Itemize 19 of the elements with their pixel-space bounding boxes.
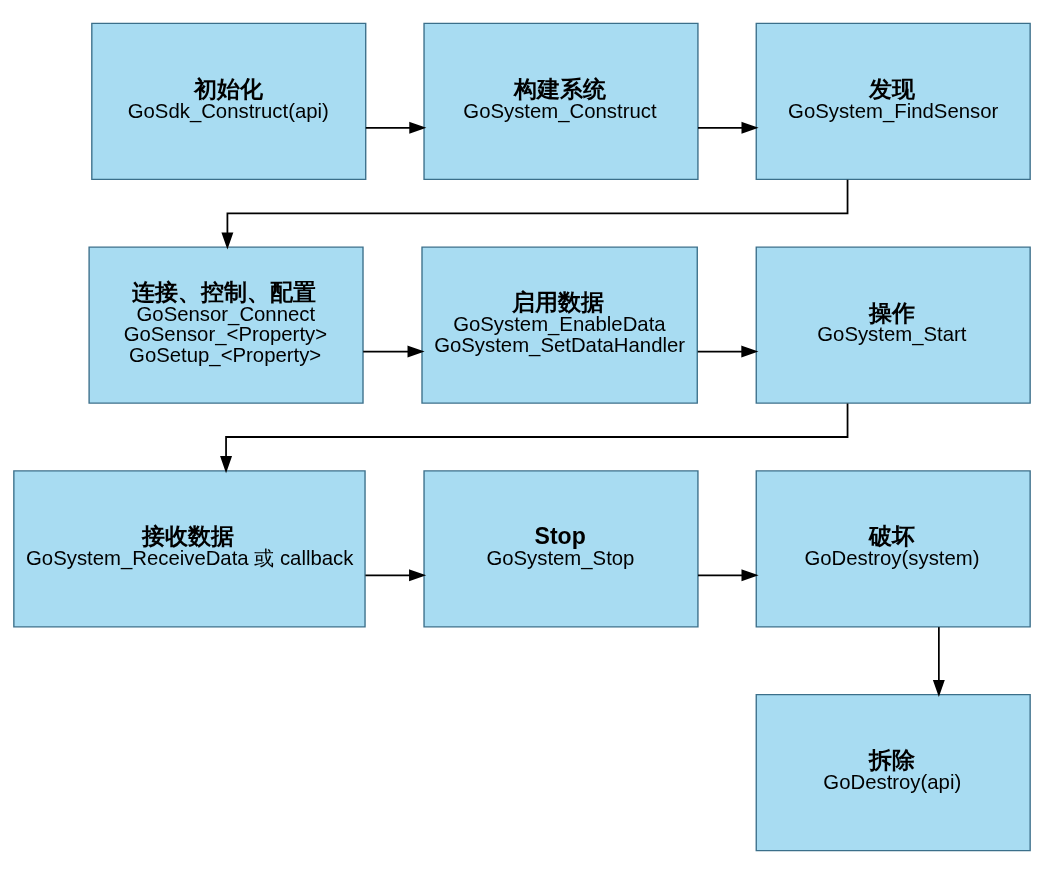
node-box: 连接、控制、配置 GoSensor_Connect GoSensor_<Property> GoSetup_<Property>: [88, 246, 364, 404]
node-box: 操作 GoSystem_Start: [755, 246, 1031, 404]
arrow: [220, 402, 849, 474]
node-box: 破坏 GoDestroy(system): [755, 470, 1031, 628]
node-box: 构建系统 GoSystem_Construct: [423, 22, 699, 181]
node-box: 发现 GoSystem_FindSensor: [755, 22, 1031, 181]
arrow: [696, 345, 759, 358]
arrow: [697, 569, 759, 582]
node-box: 接收数据 GoSystem_ReceiveData 或 callback: [13, 470, 366, 628]
arrow: [697, 121, 759, 134]
node-box: Stop GoSystem_Stop: [423, 470, 699, 628]
arrow: [362, 345, 425, 358]
node-box: 初始化 GoSdk_Construct(api): [91, 22, 367, 181]
arrow: [932, 626, 945, 698]
node-box: 拆除 GoDestroy(api): [755, 693, 1031, 852]
node-box: 启用数据 GoSystem_EnableData GoSystem_SetDataHandler: [421, 246, 698, 404]
arrow: [364, 569, 427, 582]
arrow: [364, 121, 427, 134]
arrow: [221, 178, 849, 250]
